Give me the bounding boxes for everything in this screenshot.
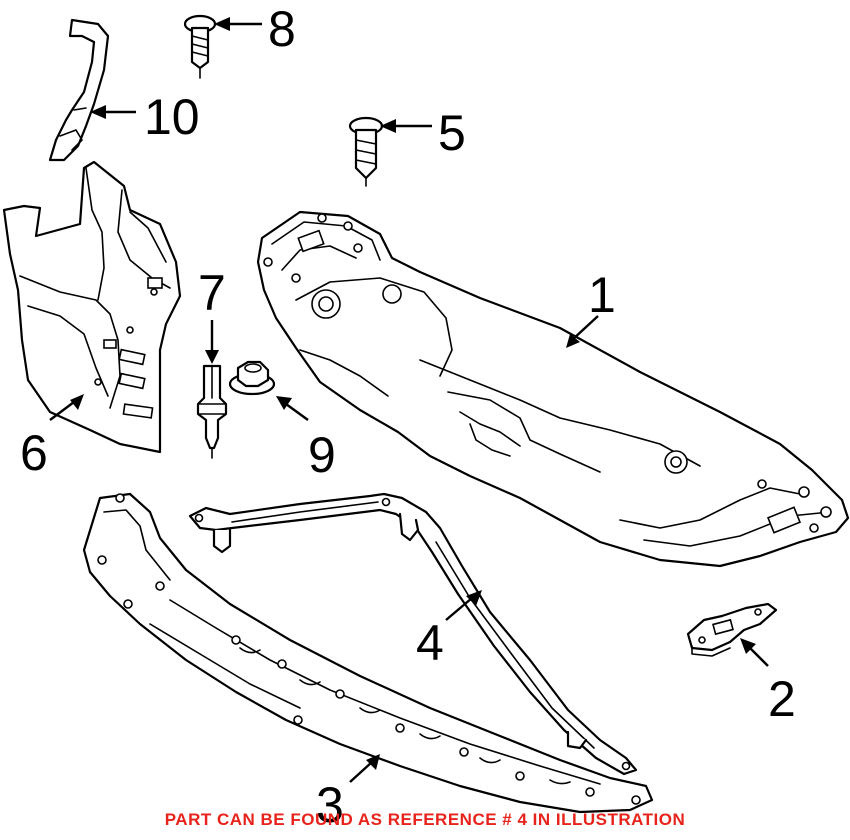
callout-9: 9 bbox=[308, 427, 336, 483]
callout-10: 10 bbox=[144, 89, 200, 145]
callout-2: 2 bbox=[768, 671, 796, 727]
callout-4: 4 bbox=[416, 615, 444, 671]
part-5-screw bbox=[348, 116, 384, 187]
part-6-air-deflector bbox=[2, 160, 182, 454]
part-8-screw bbox=[183, 14, 217, 79]
callout-1: 1 bbox=[588, 267, 616, 323]
callout-5: 5 bbox=[438, 105, 466, 161]
callout-8: 8 bbox=[268, 1, 296, 57]
callout-numbers: 1 2 3 4 5 6 7 8 9 10 bbox=[20, 1, 796, 833]
callout-6: 6 bbox=[20, 425, 48, 481]
part-9-flange-nut bbox=[228, 360, 276, 396]
part-2-bracket bbox=[686, 602, 778, 657]
part-7-clip bbox=[196, 364, 228, 459]
part-4-brace bbox=[188, 492, 638, 776]
callout-3: 3 bbox=[316, 777, 344, 833]
part-3-cross-member bbox=[82, 492, 654, 814]
leader-lines bbox=[49, 17, 769, 783]
reference-note: PART CAN BE FOUND AS REFERENCE # 4 IN IL… bbox=[164, 810, 686, 829]
part-10-strap bbox=[48, 18, 110, 162]
part-1-splash-shield bbox=[256, 210, 850, 568]
callout-7: 7 bbox=[198, 265, 226, 321]
